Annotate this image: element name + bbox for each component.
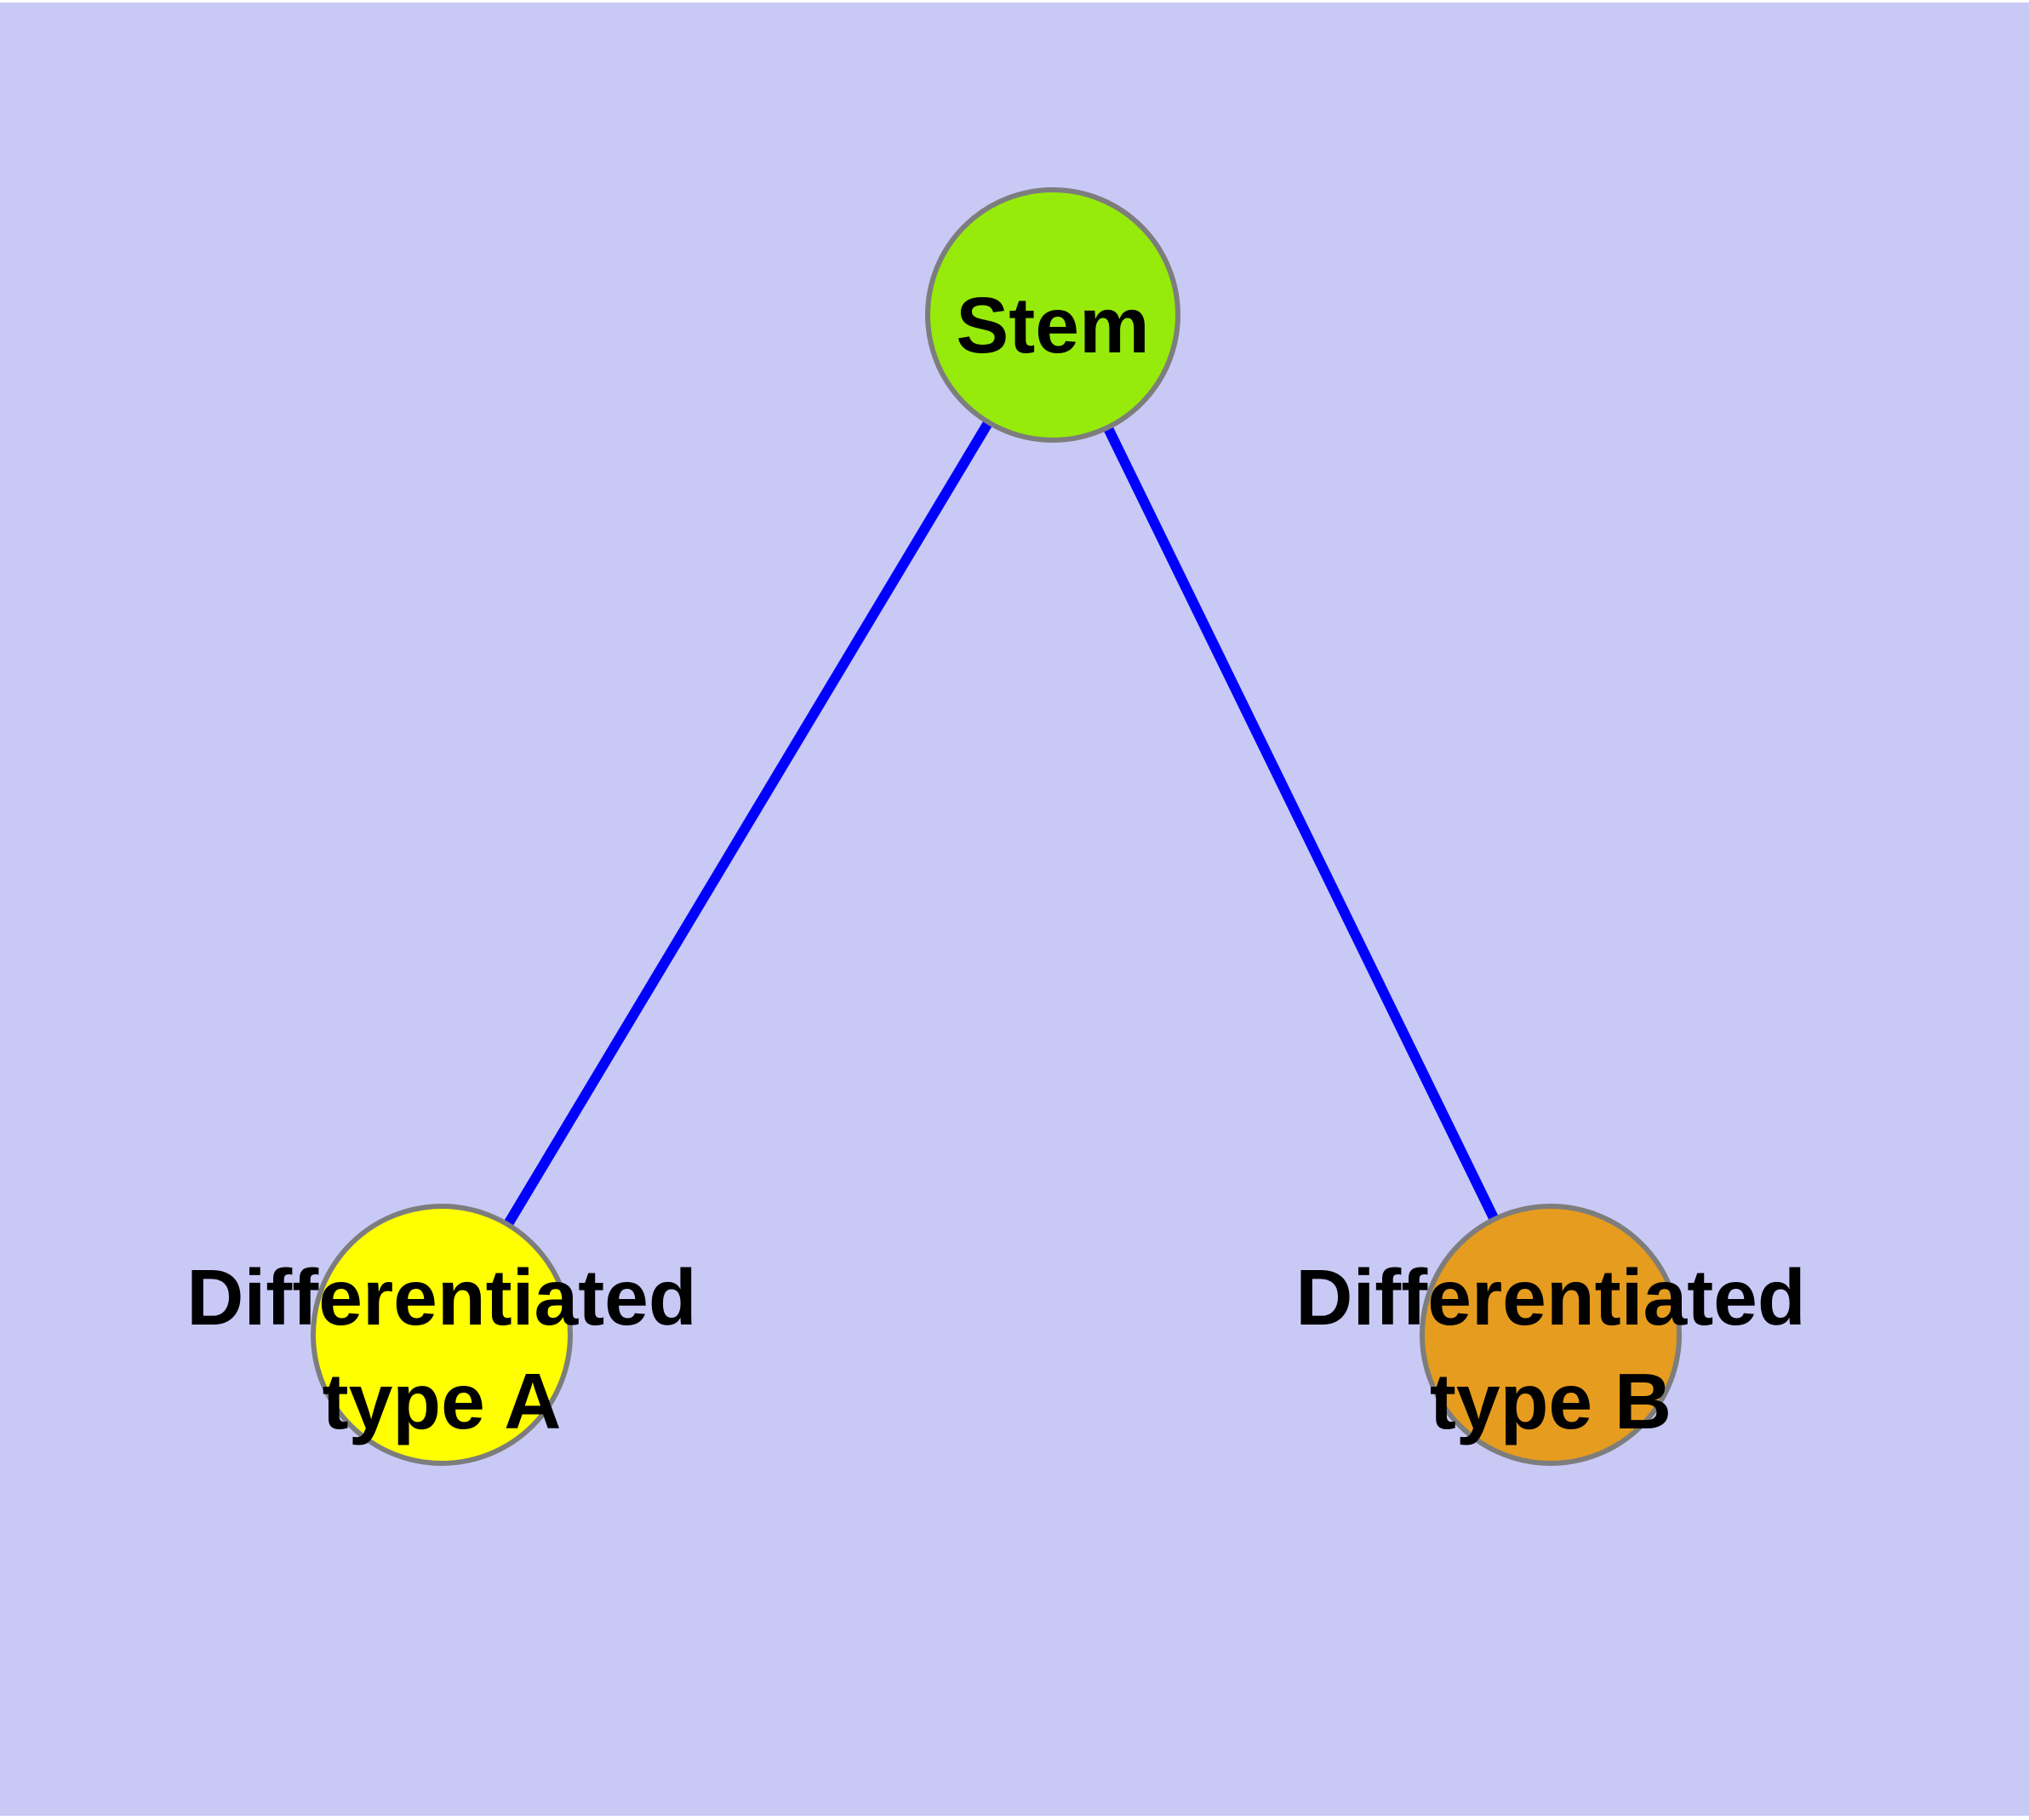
node-type-a-label-line2: type A [323,1357,562,1445]
node-type-b-label-line1: Differentiated [1295,1253,1805,1342]
node-type-b-circle [1420,1204,1682,1466]
edge-stem-to-type-b [1048,312,1556,1337]
node-type-b-label-line2: type B [1430,1357,1672,1445]
edge-stem-to-type-a [437,312,1058,1338]
node-type-a-label-line1: Differentiated [186,1253,696,1342]
node-type-a-circle [311,1204,573,1466]
node-stem-label: Stem [956,281,1149,369]
node-stem-circle [925,187,1180,443]
